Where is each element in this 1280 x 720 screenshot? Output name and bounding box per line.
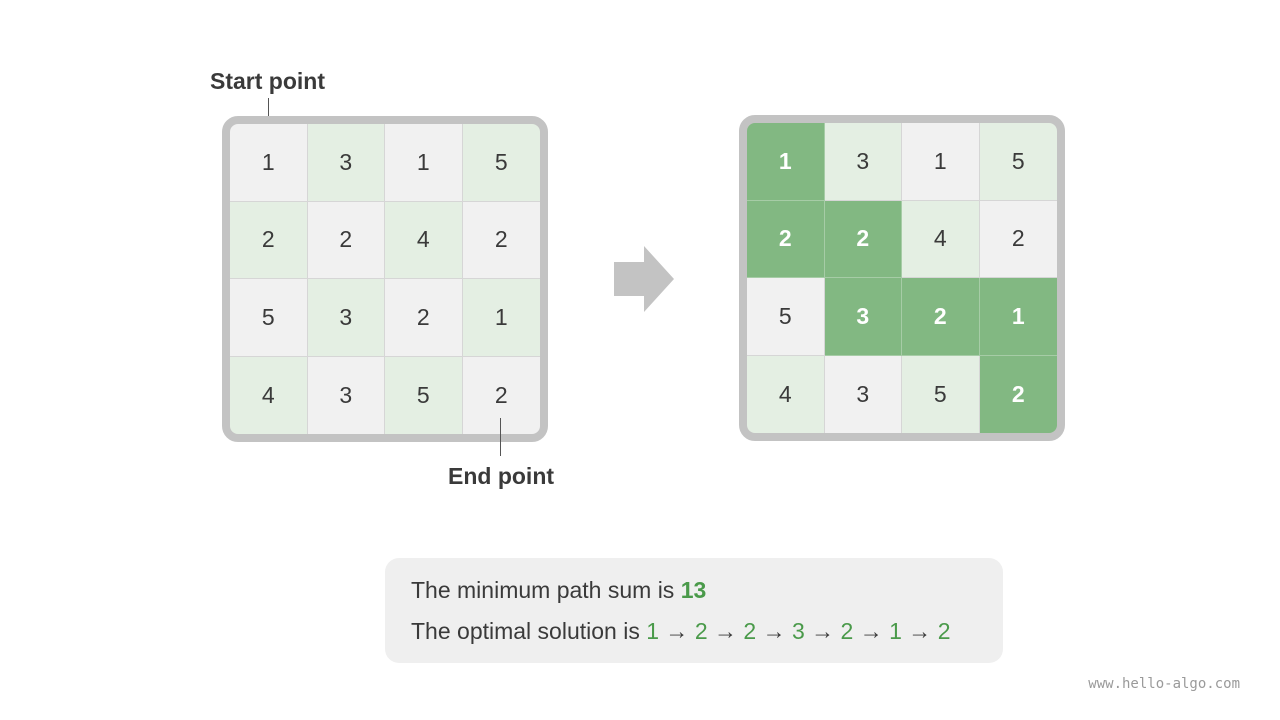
- grid-cell: 1: [902, 123, 980, 201]
- optimal-solution-line: The optimal solution is 1 → 2 → 2 → 3 → …: [411, 616, 1003, 646]
- path-arrow: →: [804, 618, 841, 644]
- path-step: 2: [937, 618, 951, 644]
- result-summary-box: The minimum path sum is 13 The optimal s…: [385, 558, 1003, 663]
- grid-cell: 2: [979, 355, 1057, 433]
- grid-cell: 5: [902, 355, 980, 433]
- grid-cell: 3: [824, 278, 902, 356]
- grid-cell: 2: [230, 201, 308, 279]
- grid-cell: 2: [979, 200, 1057, 278]
- min-path-sum-text: The minimum path sum is: [411, 577, 681, 603]
- grid-cell: 1: [385, 124, 463, 202]
- path-arrow: →: [853, 618, 890, 644]
- grid-cell: 5: [385, 356, 463, 434]
- path-step: 2: [840, 618, 854, 644]
- grid-cell: 2: [462, 356, 540, 434]
- grid-cell: 5: [462, 124, 540, 202]
- grid-cell: 3: [307, 279, 385, 357]
- path-step: 3: [791, 618, 805, 644]
- grid-cell: 2: [385, 279, 463, 357]
- optimal-solution-text: The optimal solution is: [411, 618, 647, 644]
- grid-cell: 5: [979, 123, 1057, 201]
- path-step: 1: [889, 618, 902, 644]
- grid-cell: 4: [385, 201, 463, 279]
- grid-cell: 2: [747, 200, 825, 278]
- path-arrow: →: [756, 618, 792, 644]
- grid-cell: 2: [824, 200, 902, 278]
- path-arrow: →: [659, 618, 695, 644]
- path-step: 2: [694, 618, 708, 644]
- grid-cell: 2: [902, 278, 980, 356]
- grid-cell: 4: [747, 355, 825, 433]
- path-arrow: →: [901, 618, 938, 644]
- grid-cell: 2: [307, 201, 385, 279]
- path-step: 2: [743, 618, 757, 644]
- grid-cell: 5: [230, 279, 308, 357]
- watermark: www.hello-algo.com: [1088, 676, 1240, 692]
- grid-cell: 3: [824, 123, 902, 201]
- grid-cell: 5: [747, 278, 825, 356]
- start-point-label: Start point: [210, 68, 325, 94]
- grid-cell: 3: [824, 355, 902, 433]
- end-point-pointer-line: [500, 418, 501, 456]
- min-path-sum-line: The minimum path sum is 13: [411, 575, 1003, 605]
- grid-cell: 1: [979, 278, 1057, 356]
- grid-cell: 4: [230, 356, 308, 434]
- grid-cell: 1: [230, 124, 308, 202]
- right-arrow-icon: [614, 246, 674, 312]
- min-path-sum-value: 13: [680, 577, 707, 603]
- optimal-path-sequence: 1 → 2 → 2 → 3 → 2 → 1 → 2: [646, 618, 950, 644]
- grid-cell: 1: [462, 279, 540, 357]
- grid-cell: 3: [307, 124, 385, 202]
- grid-cell: 4: [902, 200, 980, 278]
- end-point-label: End point: [448, 463, 555, 489]
- path-arrow: →: [707, 618, 744, 644]
- grid-cell: 2: [462, 201, 540, 279]
- grid-cell: 1: [747, 123, 825, 201]
- grid-cell: 3: [307, 356, 385, 434]
- path-step: 1: [646, 618, 660, 644]
